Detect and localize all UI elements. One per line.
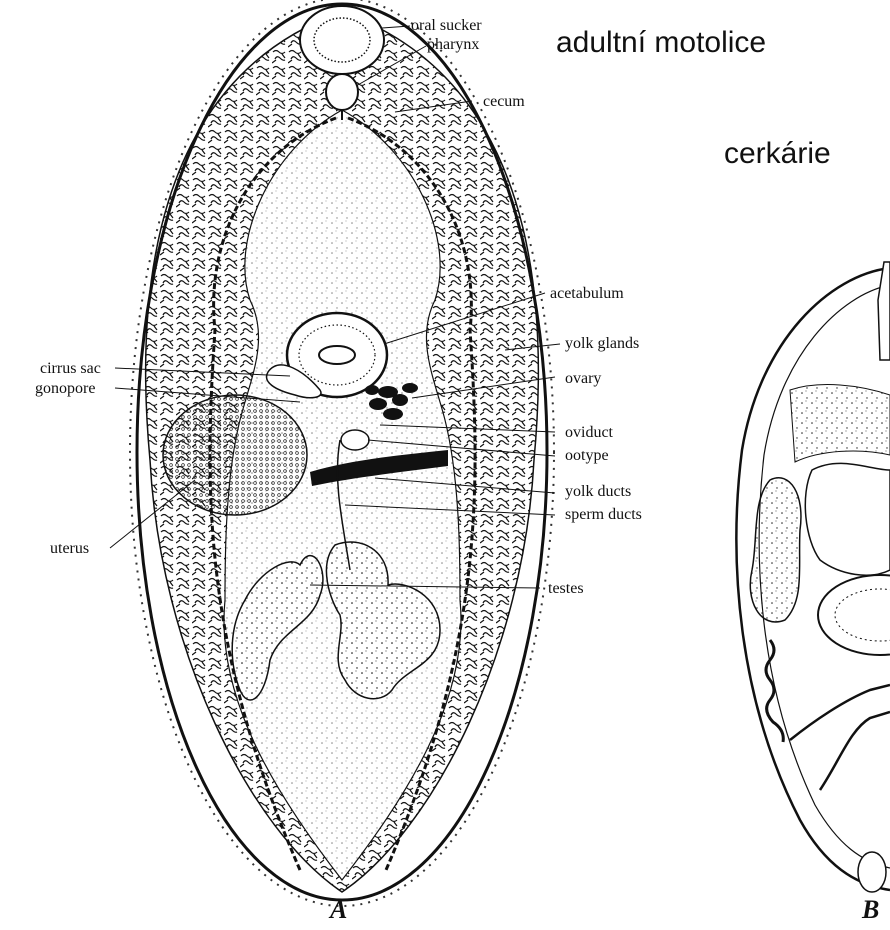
figure-letter-a: A	[328, 895, 347, 924]
oral-sucker	[300, 6, 384, 74]
label-acetabulum: acetabulum	[550, 285, 624, 302]
label-cirrus-sac: cirrus sac	[40, 360, 101, 377]
label-oviduct: oviduct	[565, 424, 614, 441]
label-yolk-glands: yolk glands	[565, 335, 639, 352]
label-ootype: ootype	[565, 447, 609, 464]
acetabulum-center	[319, 346, 355, 364]
label-cecum: cecum	[483, 93, 525, 110]
cercaria-tail-stub	[858, 852, 886, 892]
cercaria-figure: B	[736, 262, 890, 924]
label-oral-sucker: oral sucker	[411, 17, 482, 34]
label-testes: testes	[548, 580, 584, 597]
label-pharynx: pharynx	[427, 36, 479, 53]
figure-letter-b: B	[861, 895, 879, 924]
label-yolk-ducts: yolk ducts	[565, 483, 631, 500]
ootype	[341, 430, 369, 450]
label-ovary: ovary	[565, 370, 601, 387]
heading-cercaria: cerkárie	[724, 137, 831, 170]
penetration-glands-center	[805, 463, 890, 575]
adult-fluke-figure	[130, 0, 554, 906]
label-gonopore: gonopore	[35, 380, 95, 397]
uterus-mass	[163, 395, 307, 515]
heading-adult: adultní motolice	[556, 26, 766, 59]
pharynx	[326, 74, 358, 110]
label-sperm-ducts: sperm ducts	[565, 506, 642, 523]
label-uterus: uterus	[50, 540, 89, 557]
cercaria-muscle-band	[790, 385, 890, 462]
